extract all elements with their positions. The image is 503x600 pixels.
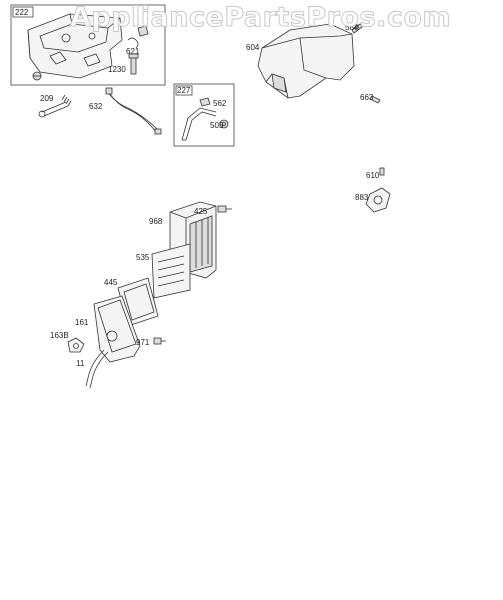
label-604: 604 (246, 43, 260, 52)
part-163b[interactable]: 163B (50, 331, 85, 353)
label-610: 610 (366, 171, 380, 180)
part-209[interactable]: 209 (38, 94, 72, 118)
kit-227-number: 227 (177, 86, 191, 95)
part-883[interactable]: 883 (355, 187, 391, 213)
part-604[interactable]: 604 (246, 23, 355, 99)
part-971[interactable]: 971 (136, 337, 166, 347)
label-632: 632 (89, 102, 103, 111)
watermark-logo: AppliancePartsPros.com (69, 2, 452, 34)
part-161[interactable]: 161 (75, 295, 141, 363)
kit-222-number: 222 (15, 8, 29, 17)
part-11[interactable]: 11 (76, 349, 109, 389)
part-562[interactable]: 562 (199, 97, 227, 108)
part-535[interactable]: 535 (136, 243, 191, 299)
label-445: 445 (104, 278, 118, 287)
label-584: 584 (345, 23, 359, 32)
label-971: 971 (136, 338, 150, 347)
label-11: 11 (76, 359, 85, 368)
label-163b: 163B (50, 331, 69, 340)
part-choke-link[interactable] (181, 107, 217, 141)
label-161: 161 (75, 318, 89, 327)
part-610[interactable]: 610 (366, 167, 385, 180)
part-1230[interactable]: 1230 (108, 53, 139, 75)
label-535: 535 (136, 253, 150, 262)
label-663: 663 (360, 93, 374, 102)
label-562: 562 (213, 99, 227, 108)
part-425[interactable]: 425 (194, 205, 232, 216)
part-663[interactable]: 663 (360, 93, 381, 104)
part-control-bracket[interactable] (27, 13, 123, 79)
label-1230: 1230 (108, 65, 126, 74)
label-505: 505 (210, 121, 224, 130)
label-209: 209 (40, 94, 54, 103)
part-632[interactable]: 632 (89, 87, 162, 135)
label-425: 425 (194, 207, 208, 216)
part-clip-kit222[interactable] (137, 25, 149, 37)
label-883: 883 (355, 193, 369, 202)
kit-227-box[interactable]: 227 (173, 83, 235, 147)
label-968: 968 (149, 217, 163, 226)
part-505[interactable]: 505 (210, 119, 229, 130)
part-584[interactable]: 584 (345, 23, 363, 34)
kit-222-box[interactable]: 222 (10, 4, 166, 86)
label-621: 621 (126, 47, 140, 56)
part-screw-kit222[interactable] (32, 71, 42, 81)
part-621[interactable]: 621 (126, 37, 140, 56)
